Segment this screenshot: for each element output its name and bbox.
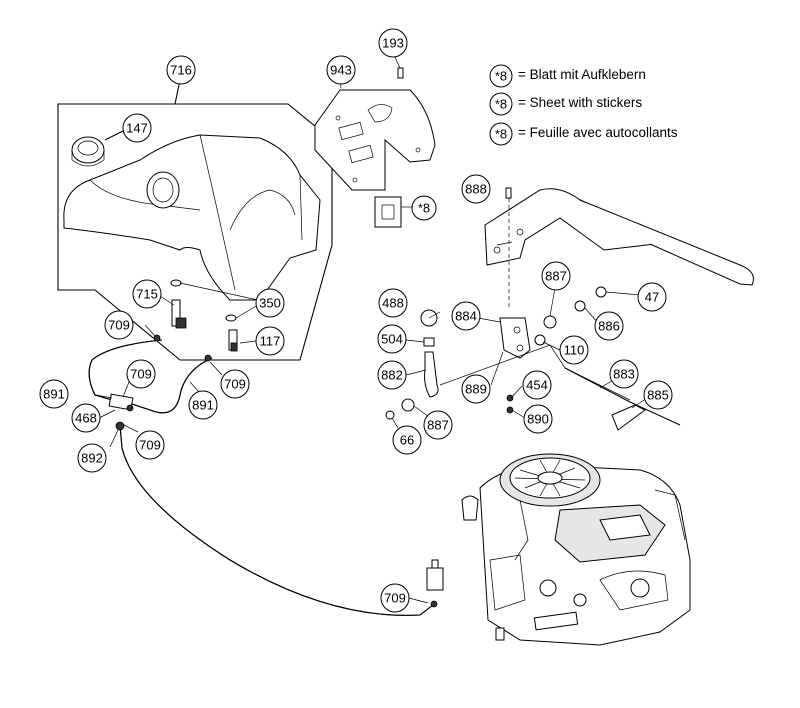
svg-text:888: 888 bbox=[465, 182, 487, 197]
svg-text:193: 193 bbox=[382, 36, 404, 51]
legend-text-en: = Sheet with stickers bbox=[518, 95, 643, 110]
callout-147: 147 bbox=[122, 113, 152, 143]
legend-ref-2: *8 bbox=[495, 97, 507, 112]
svg-text:887: 887 bbox=[545, 269, 567, 284]
svg-text:709: 709 bbox=[384, 591, 406, 606]
callout-891-b: 891 bbox=[188, 390, 218, 420]
callout-888: 888 bbox=[461, 174, 491, 204]
svg-text:709: 709 bbox=[130, 367, 152, 382]
callout-716: 716 bbox=[166, 55, 196, 85]
callout-892: 892 bbox=[77, 443, 107, 473]
callout-886: 886 bbox=[594, 311, 624, 341]
callout-488: 488 bbox=[378, 288, 408, 318]
svg-text:891: 891 bbox=[43, 387, 65, 402]
svg-text:504: 504 bbox=[381, 332, 403, 347]
legend-ref-1: *8 bbox=[495, 69, 507, 84]
fuel-valve bbox=[170, 279, 238, 352]
callout-890: 890 bbox=[523, 404, 553, 434]
svg-text:892: 892 bbox=[81, 451, 103, 466]
svg-text:890: 890 bbox=[527, 412, 549, 427]
callout-709-e: 709 bbox=[380, 583, 410, 613]
fuel-cap bbox=[71, 136, 105, 167]
svg-text:709: 709 bbox=[224, 377, 246, 392]
svg-text:350: 350 bbox=[259, 296, 281, 311]
callout-887-a: 887 bbox=[541, 261, 571, 291]
svg-text:889: 889 bbox=[465, 382, 487, 397]
legend-text-fr: = Feuille avec autocollants bbox=[518, 125, 678, 140]
callout-504: 504 bbox=[377, 324, 407, 354]
callout-943: 943 bbox=[326, 55, 356, 85]
callout-891-a: 891 bbox=[39, 379, 69, 409]
callout-709-c: 709 bbox=[220, 369, 250, 399]
callout-47: 47 bbox=[637, 282, 667, 312]
svg-text:110: 110 bbox=[564, 343, 585, 358]
handle-screw bbox=[505, 187, 512, 199]
callout-454: 454 bbox=[522, 370, 552, 400]
svg-text:884: 884 bbox=[455, 309, 477, 324]
callout-350: 350 bbox=[255, 288, 285, 318]
svg-text:882: 882 bbox=[381, 368, 403, 383]
callout-887-b: 887 bbox=[423, 410, 453, 440]
svg-text:47: 47 bbox=[645, 290, 659, 305]
callout-709-b: 709 bbox=[126, 359, 156, 389]
legend-ref-3: *8 bbox=[495, 127, 507, 142]
callout-715: 715 bbox=[132, 279, 162, 309]
svg-text:709: 709 bbox=[139, 438, 161, 453]
callout-sticker: *8 bbox=[411, 195, 437, 221]
svg-text:488: 488 bbox=[382, 296, 404, 311]
svg-text:943: 943 bbox=[330, 63, 352, 78]
throttle-linkage bbox=[385, 286, 681, 431]
throttle-handle bbox=[484, 188, 754, 286]
callout-884: 884 bbox=[451, 301, 481, 331]
fuel-tank bbox=[63, 134, 321, 301]
callout-882: 882 bbox=[377, 360, 407, 390]
callout-66: 66 bbox=[392, 425, 422, 455]
svg-text:891: 891 bbox=[192, 398, 214, 413]
callout-889: 889 bbox=[461, 374, 491, 404]
engine bbox=[461, 453, 691, 646]
callout-883: 883 bbox=[609, 359, 639, 389]
fuel-lines bbox=[88, 334, 444, 616]
svg-text:468: 468 bbox=[75, 411, 97, 426]
svg-text:147: 147 bbox=[126, 121, 148, 136]
callout-110: 110 bbox=[559, 335, 589, 365]
callout-468: 468 bbox=[71, 403, 101, 433]
svg-text:715: 715 bbox=[136, 287, 158, 302]
svg-text:*8: *8 bbox=[418, 201, 430, 216]
callouts: 716 943 193 147 *8 888 715 350 117 709 7… bbox=[39, 28, 673, 613]
svg-text:454: 454 bbox=[526, 378, 548, 393]
screw bbox=[397, 67, 404, 79]
svg-text:887: 887 bbox=[427, 418, 449, 433]
svg-text:885: 885 bbox=[647, 388, 669, 403]
svg-text:117: 117 bbox=[260, 334, 281, 349]
svg-text:66: 66 bbox=[400, 433, 414, 448]
callout-193: 193 bbox=[378, 28, 408, 58]
callout-709-a: 709 bbox=[104, 310, 134, 340]
sticker-plate bbox=[314, 89, 436, 191]
sticker-sheet bbox=[374, 196, 402, 228]
tank-group-outline bbox=[57, 103, 333, 361]
callout-709-d: 709 bbox=[135, 430, 165, 460]
svg-text:883: 883 bbox=[613, 367, 635, 382]
legend-text-de: = Blatt mit Aufklebern bbox=[518, 67, 646, 82]
svg-text:716: 716 bbox=[170, 63, 192, 78]
callout-117: 117 bbox=[255, 326, 285, 356]
callout-885: 885 bbox=[643, 380, 673, 410]
svg-text:709: 709 bbox=[108, 318, 130, 333]
svg-text:886: 886 bbox=[598, 319, 620, 334]
